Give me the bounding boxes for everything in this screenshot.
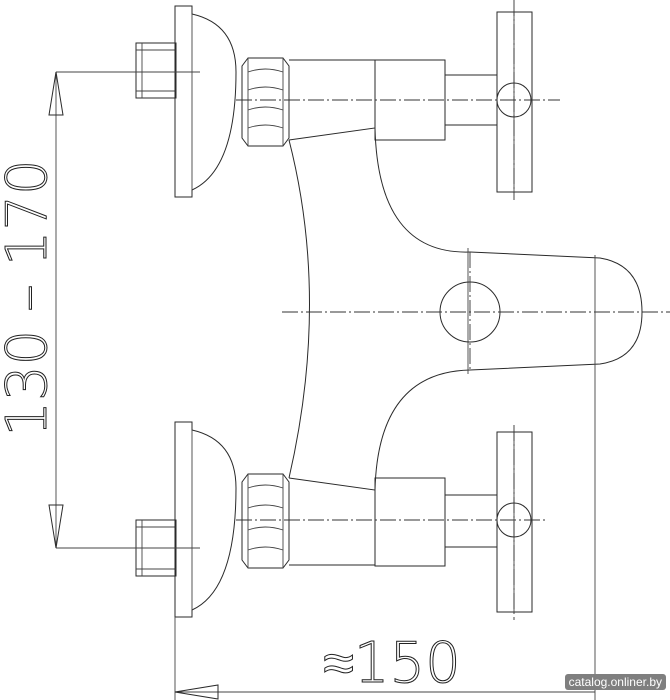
top-cross-handle [496, 11, 533, 193]
width-dimension-label: ≈150 [323, 631, 461, 696]
width-dimension [174, 255, 596, 700]
bottom-cross-handle [496, 431, 533, 613]
height-dimension [48, 71, 200, 549]
height-dimension-label: 130 – 170 [0, 159, 60, 436]
watermark: catalog.onliner.by [564, 674, 666, 690]
center-lines [236, 0, 670, 620]
mixer-body [288, 59, 643, 567]
bottom-wall-connection [135, 421, 290, 618]
top-wall-connection [135, 5, 290, 198]
